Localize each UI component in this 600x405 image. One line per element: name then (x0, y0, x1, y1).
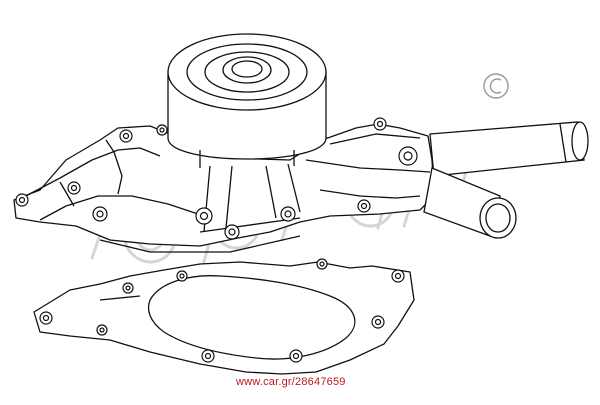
source-url-watermark: www.car.gr/28647659 (236, 376, 346, 388)
pump-pulley (167, 33, 327, 168)
gasket-bolt-holes (39, 258, 405, 363)
outlet-pipe (429, 121, 589, 177)
housing-bolt-holes (15, 117, 418, 240)
inlet-pipe (423, 167, 517, 239)
pump-gasket (33, 261, 415, 375)
copyright-icon (483, 73, 509, 99)
pump-housing (13, 123, 435, 253)
